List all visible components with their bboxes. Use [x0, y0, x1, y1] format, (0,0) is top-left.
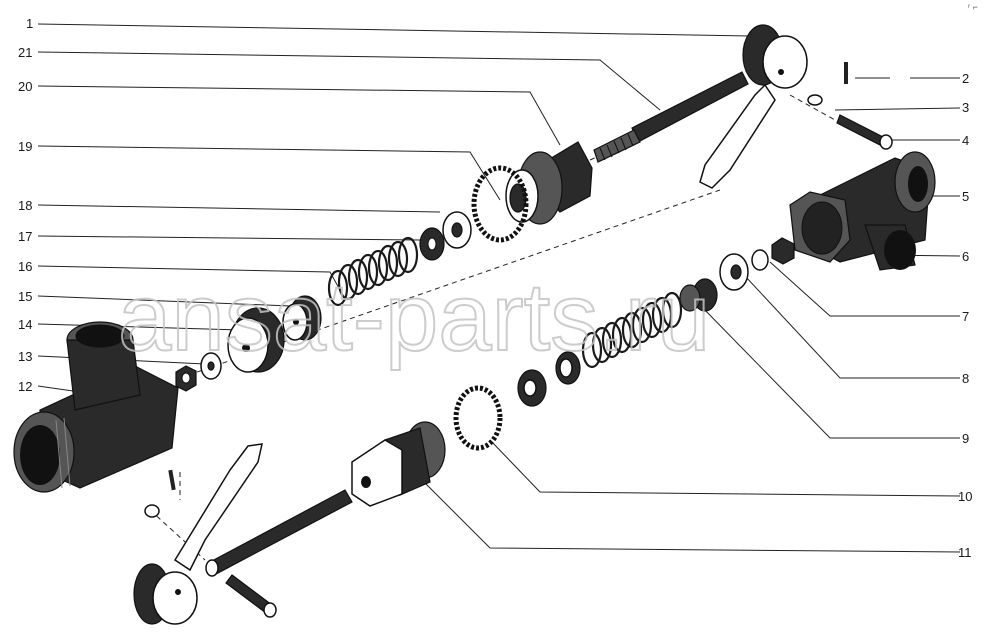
corner-mark: ʳ ⌐	[968, 2, 978, 12]
spring-lower	[581, 291, 683, 369]
handle-cap-upper	[762, 35, 808, 89]
nut-6	[771, 237, 795, 265]
callout-3: 3	[962, 100, 969, 115]
tee-body-right	[789, 151, 936, 271]
gasket-ring-lower	[453, 385, 503, 451]
lower-assembly	[133, 278, 718, 625]
callout-6: 6	[962, 249, 969, 264]
leader-lines-left	[37, 23, 751, 393]
pin-4	[836, 114, 886, 147]
callout-8: 8	[962, 371, 969, 386]
callout-10: 10	[958, 489, 972, 504]
callout-11: 11	[958, 545, 972, 560]
callout-1: 1	[26, 16, 33, 31]
callout-13: 13	[18, 349, 32, 364]
upper-assembly	[175, 24, 808, 392]
packing-nut-lower	[351, 439, 403, 507]
callout-9: 9	[962, 431, 969, 446]
callout-19: 19	[18, 139, 32, 154]
callout-5: 5	[962, 189, 969, 204]
handle-lever-lower	[173, 443, 263, 572]
callout-20: 20	[18, 79, 32, 94]
washer-3	[807, 94, 823, 106]
washer-7	[751, 249, 769, 271]
callout-2: 2	[962, 71, 969, 86]
callout-15: 15	[18, 289, 32, 304]
washer-lower-c	[144, 504, 160, 518]
callout-14: 14	[18, 317, 32, 332]
spring-upper	[327, 236, 419, 307]
callout-labels: 1 2 3 4 5 6 7 8 9 10 11 12 13 14 15 16 1…	[18, 16, 972, 560]
callout-18: 18	[18, 198, 32, 213]
callout-21: 21	[18, 45, 32, 60]
watermark-text: ansat-parts.ru	[118, 264, 710, 371]
gasket-ring-upper	[471, 165, 529, 243]
callout-16: 16	[18, 259, 32, 274]
tee-body-left	[13, 321, 179, 493]
handle-cap-lower	[152, 571, 198, 625]
cotter-pin-2	[844, 62, 848, 84]
small-parts-right	[719, 62, 893, 291]
cotter-pin-lower	[168, 469, 176, 491]
callout-4: 4	[962, 133, 969, 148]
leader-lines-right	[419, 77, 961, 553]
callout-12: 12	[18, 379, 32, 394]
handle-lever-upper	[699, 83, 776, 189]
callout-17: 17	[18, 229, 32, 244]
callout-7: 7	[962, 309, 969, 324]
